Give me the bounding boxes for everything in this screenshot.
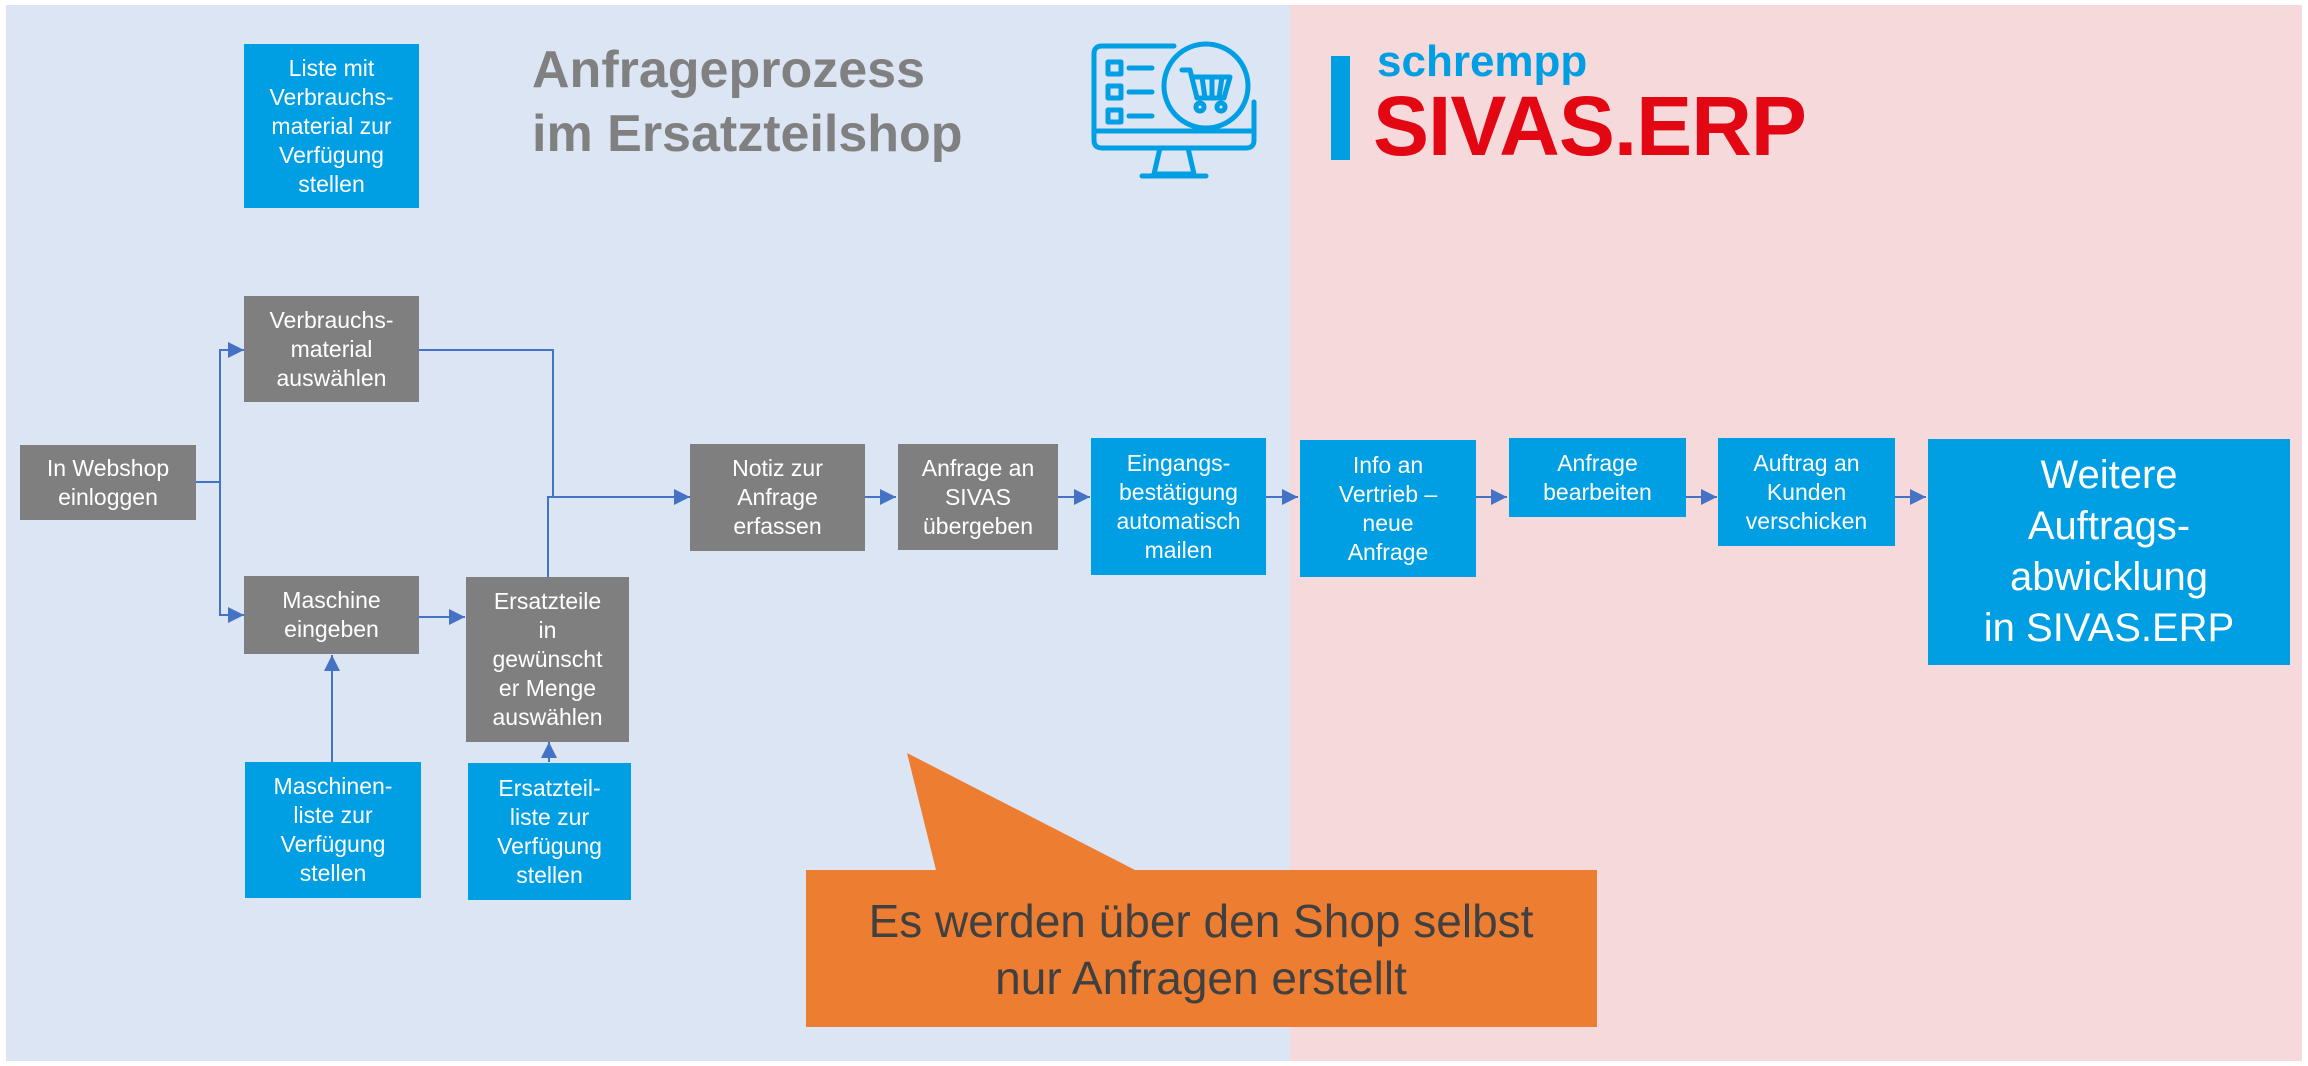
box-ersatzteile-auswaehlen: Ersatzteile in gewünscht er Menge auswäh… bbox=[466, 577, 629, 742]
callout-line-2: nur Anfragen erstellt bbox=[995, 951, 1407, 1004]
box-maschinenliste: Maschinen- liste zur Verfügung stellen bbox=[245, 762, 421, 898]
connector-verbrauch-to-notiz bbox=[418, 349, 554, 497]
box-eingangsbestaetigung: Eingangs- bestätigung automatisch mailen bbox=[1091, 438, 1266, 575]
box-auftrag-verschicken: Auftrag an Kunden verschicken bbox=[1718, 438, 1895, 546]
box-notiz-erfassen: Notiz zur Anfrage erfassen bbox=[690, 444, 865, 551]
title-line-1: Anfrageprozess bbox=[532, 41, 925, 99]
logo-schrempp: schrempp bbox=[1377, 37, 1588, 86]
webshop-cart-monitor-icon bbox=[1091, 41, 1257, 179]
box-anfrage-an-sivas: Anfrage an SIVAS übergeben bbox=[898, 444, 1058, 550]
box-liste-verbrauchsmaterial: Liste mit Verbrauchs- material zur Verfü… bbox=[244, 44, 419, 208]
box-webshop-einloggen: In Webshop einloggen bbox=[20, 445, 196, 520]
logo-sivas-erp: SIVAS.ERP bbox=[1373, 79, 1807, 173]
logo-accent-bar bbox=[1331, 56, 1350, 160]
title-line-2: im Ersatzteilshop bbox=[532, 105, 963, 163]
box-anfrage-bearbeiten: Anfrage bearbeiten bbox=[1509, 438, 1686, 517]
connector-ersatzteile-to-notiz bbox=[547, 489, 690, 577]
box-verbrauchsmaterial-auswaehlen: Verbrauchs- material auswählen bbox=[244, 296, 419, 402]
callout-text: Es werden über den Shop selbst nur Anfra… bbox=[806, 872, 1596, 1027]
box-weitere-auftragsabwicklung: Weitere Auftrags- abwicklung in SIVAS.ER… bbox=[1928, 439, 2290, 665]
box-maschine-eingeben: Maschine eingeben bbox=[244, 576, 419, 654]
connector-to-maschine bbox=[219, 482, 244, 623]
diagram-title: Anfrageprozess im Ersatzteilshop bbox=[532, 38, 1092, 166]
callout-line-1: Es werden über den Shop selbst bbox=[868, 894, 1534, 947]
connector-to-verbrauch bbox=[219, 342, 244, 482]
box-ersatzteilliste: Ersatzteil- liste zur Verfügung stellen bbox=[468, 763, 631, 900]
box-info-vertrieb: Info an Vertrieb – neue Anfrage bbox=[1300, 440, 1476, 577]
